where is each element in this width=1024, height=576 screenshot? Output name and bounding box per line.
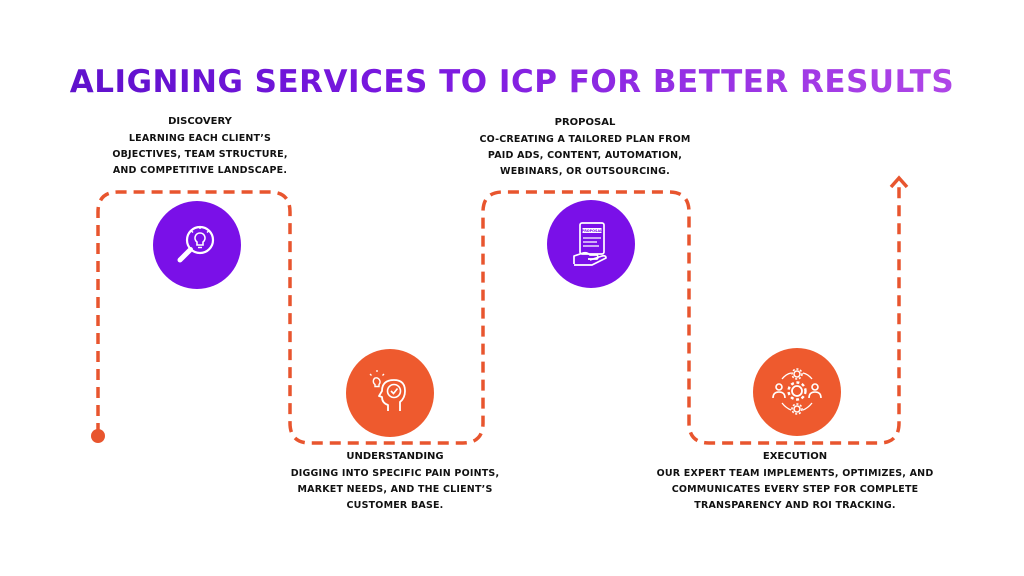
step-description-line: LEARNING EACH CLIENT’S: [128, 133, 272, 144]
understanding-circle: [346, 349, 434, 437]
step-description-line: WEBINARS, OR OUTSOURCING.: [500, 166, 670, 177]
step-execution: EXECUTION OUR EXPERT TEAM IMPLEMENTS, OP…: [650, 450, 940, 514]
proposal-circle: PROPOSAL: [547, 200, 635, 288]
step-title: EXECUTION: [762, 451, 828, 462]
path-end-arrow: [889, 175, 909, 189]
step-description-line: MARKET NEEDS, AND THE CLIENT’S: [297, 484, 493, 495]
page-title: ALIGNING SERVICES TO ICP FOR BETTER RESU…: [0, 62, 1024, 102]
step-description-line: DIGGING INTO SPECIFIC PAIN POINTS,: [290, 468, 500, 479]
step-discovery: DISCOVERY LEARNING EACH CLIENT’S OBJECTI…: [80, 115, 320, 179]
discovery-circle: [153, 201, 241, 289]
step-description-line: AND COMPETITIVE LANDSCAPE.: [112, 165, 288, 176]
head-checkmark-icon: [369, 370, 406, 411]
step-description-line: CO-CREATING A TAILORED PLAN FROM: [479, 134, 691, 145]
step-description-line: PAID ADS, CONTENT, AUTOMATION,: [487, 150, 683, 161]
step-understanding: UNDERSTANDING DIGGING INTO SPECIFIC PAIN…: [270, 450, 520, 514]
step-description-line: OBJECTIVES, TEAM STRUCTURE,: [112, 149, 288, 160]
step-description-line: COMMUNICATES EVERY STEP FOR COMPLETE: [671, 484, 919, 495]
step-title: DISCOVERY: [168, 116, 232, 127]
proposal-document-icon: PROPOSAL: [573, 222, 607, 266]
step-proposal: PROPOSAL CO-CREATING A TAILORED PLAN FRO…: [465, 116, 705, 180]
step-description-line: CUSTOMER BASE.: [346, 500, 444, 511]
step-description-line: TRANSPARENCY AND ROI TRACKING.: [694, 500, 896, 511]
step-description-line: OUR EXPERT TEAM IMPLEMENTS, OPTIMIZES, A…: [656, 468, 934, 479]
step-title: UNDERSTANDING: [346, 451, 444, 462]
team-gears-icon: [772, 368, 822, 415]
step-title: PROPOSAL: [554, 117, 616, 128]
proposal-doc-label: PROPOSAL: [582, 229, 603, 233]
magnifier-lightbulb-icon: [177, 225, 215, 263]
path-start-dot: [91, 429, 105, 443]
execution-circle: [753, 348, 841, 436]
